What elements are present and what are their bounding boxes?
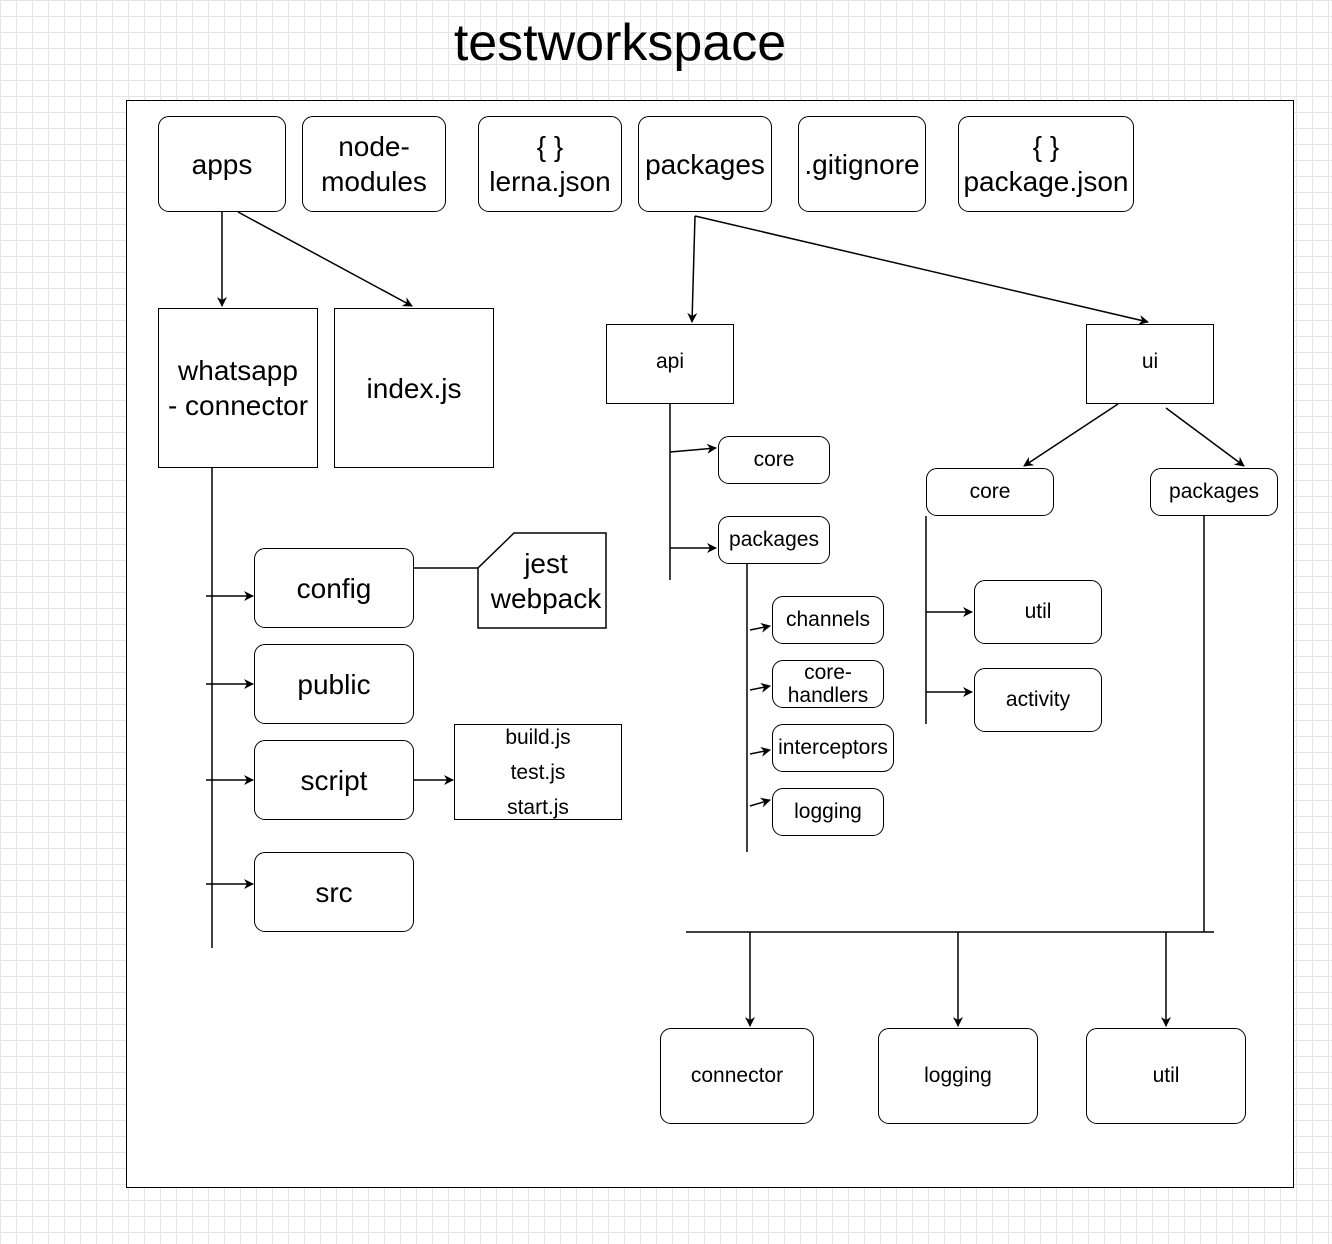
edge-ui-packages [1165,407,1245,467]
node-package-json[interactable]: { } package.json [958,116,1134,212]
node-config[interactable]: config [254,548,414,628]
node-ui-connector[interactable]: connector [660,1028,814,1124]
config-files-outline [477,532,607,629]
node-api-core-handlers[interactable]: core- handlers [772,660,884,708]
node-lerna-json[interactable]: { } lerna.json [478,116,622,212]
node-api[interactable]: api [606,324,734,404]
node-api-logging[interactable]: logging [772,788,884,836]
diagram-title: testworkspace [453,14,787,72]
node-api-core[interactable]: core [718,436,830,484]
node-config-files[interactable]: jest webpack [490,547,602,614]
script-file-build: build.js [505,725,571,749]
node-gitignore[interactable]: .gitignore [798,116,926,212]
node-api-interceptors[interactable]: interceptors [772,724,894,772]
node-index-js[interactable]: index.js [334,308,494,468]
script-file-test: test.js [510,760,566,784]
node-ui-pkg-util[interactable]: util [1086,1028,1246,1124]
edge-apps-index [237,211,413,307]
node-ui[interactable]: ui [1086,324,1214,404]
edge-api-core-handlers [749,682,771,693]
node-script[interactable]: script [254,740,414,820]
node-ui-packages[interactable]: packages [1150,468,1278,516]
edge-api-logging [749,797,771,808]
node-public[interactable]: public [254,644,414,724]
node-api-packages[interactable]: packages [718,516,830,564]
edge-api-interceptors [749,746,771,757]
node-apps[interactable]: apps [158,116,286,212]
edge-packages-ui [694,215,1149,325]
node-ui-util[interactable]: util [974,580,1102,644]
node-script-files[interactable]: build.js test.js start.js [454,724,622,820]
node-whatsapp-connector[interactable]: whatsapp - connector [158,308,318,468]
node-ui-activity[interactable]: activity [974,668,1102,732]
edge-packages-api [687,215,698,323]
node-src[interactable]: src [254,852,414,932]
node-api-channels[interactable]: channels [772,596,884,644]
edge-api-core [669,443,717,454]
node-ui-core[interactable]: core [926,468,1054,516]
node-node-modules[interactable]: node- modules [302,116,446,212]
edge-api-channels [749,622,771,633]
node-ui-logging[interactable]: logging [878,1028,1038,1124]
script-file-start: start.js [507,795,569,819]
edge-ui-core [1023,403,1119,467]
node-packages[interactable]: packages [638,116,772,212]
